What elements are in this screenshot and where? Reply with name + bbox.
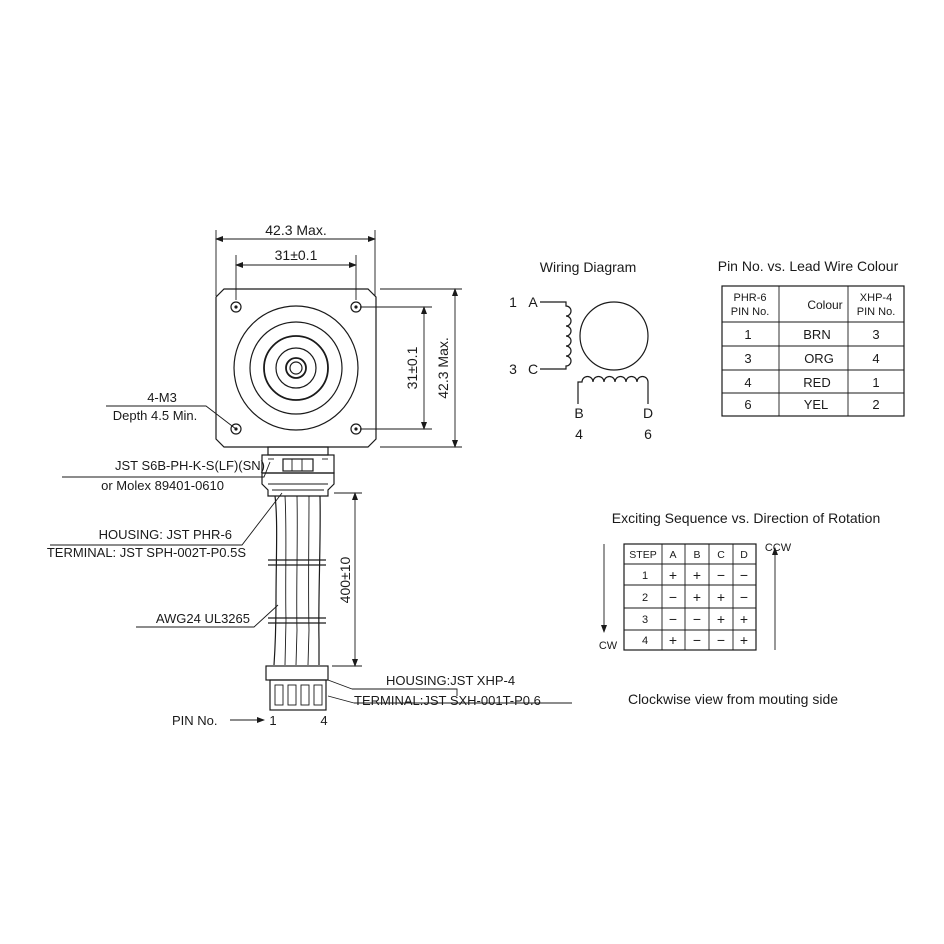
sequence-cell: +	[669, 567, 677, 583]
hole-pitch-label: 31±0.1	[275, 247, 318, 263]
colour-row-xhp: 3	[872, 327, 879, 342]
coil-a-number: 1	[509, 294, 517, 310]
cw-label: CW	[599, 640, 618, 652]
sequence-cell: +	[669, 632, 677, 648]
lead-length-label: 400±10	[337, 556, 353, 603]
colour-table-header-xhp-line1: XHP-4	[860, 292, 892, 304]
sequence-step: 4	[642, 635, 648, 647]
sequence-cell: −	[669, 611, 677, 627]
coil-d-letter: D	[643, 405, 653, 421]
sequence-cell: +	[693, 589, 701, 605]
mounting-hole	[230, 423, 242, 435]
pin-last-label: 4	[320, 713, 327, 728]
sequence-step: 3	[642, 614, 648, 626]
sequence-header-b: B	[693, 549, 700, 561]
motor-front-view	[50, 230, 572, 723]
sequence-cell: +	[717, 589, 725, 605]
sequence-cell: −	[669, 589, 677, 605]
terminal-1-label: TERMINAL: JST SPH-002T-P0.5S	[47, 545, 246, 560]
sequence-cell: −	[717, 567, 725, 583]
sequence-step: 1	[642, 570, 648, 582]
sequence-note: Clockwise view from mouting side	[628, 691, 838, 707]
motor-flange	[215, 288, 377, 448]
colour-row-colour: BRN	[803, 327, 830, 342]
pin-first-label: 1	[269, 713, 276, 728]
colour-row-phr: 6	[744, 397, 751, 412]
colour-row-xhp: 1	[872, 375, 879, 390]
colour-row-phr: 4	[744, 375, 751, 390]
colour-table-header-phr-line1: PHR-6	[733, 292, 766, 304]
pin-no-label: PIN No.	[172, 713, 218, 728]
rotor-symbol	[579, 301, 649, 371]
colour-row-colour: YEL	[804, 397, 829, 412]
coil-b-number: 4	[575, 426, 583, 442]
colour-row-xhp: 4	[872, 351, 879, 366]
height-max-label: 42.3 Max.	[435, 337, 451, 398]
colour-table-header-xhp-line2: PIN No.	[857, 306, 896, 318]
colour-row-colour: ORG	[804, 351, 834, 366]
colour-table-header-phr-line2: PIN No.	[731, 306, 770, 318]
sequence-cell: −	[740, 589, 748, 605]
sequence-cell: −	[693, 611, 701, 627]
housing-2-label: HOUSING:JST XHP-4	[386, 673, 515, 688]
ccw-label: CCW	[765, 542, 792, 554]
sequence-header-a: A	[669, 549, 676, 561]
width-max-label: 42.3 Max.	[265, 222, 326, 238]
colour-row-phr: 1	[744, 327, 751, 342]
coil-c-letter: C	[528, 361, 538, 377]
colour-table-header-colour: Colour	[807, 298, 842, 312]
coil-c-number: 3	[509, 361, 517, 377]
screw-spec-label: 4-M3	[147, 390, 177, 405]
sequence-cell: +	[740, 611, 748, 627]
housing-1-label: HOUSING: JST PHR-6	[99, 527, 232, 542]
sequence-header-c: C	[717, 549, 725, 561]
sequence-cell: +	[693, 567, 701, 583]
sequence-header-d: D	[740, 549, 748, 561]
wiring-diagram: Wiring Diagram 1 A 3 C B 4 D 6	[509, 259, 653, 442]
colour-row-xhp: 2	[872, 397, 879, 412]
hole-pitch-vertical-label: 31±0.1	[404, 346, 420, 389]
connector-alt-label: or Molex 89401-0610	[101, 478, 224, 493]
coil-b-letter: B	[574, 405, 583, 421]
coil-d-number: 6	[644, 426, 652, 442]
exciting-sequence: Exciting Sequence vs. Direction of Rotat…	[599, 510, 880, 707]
sequence-step: 2	[642, 592, 648, 604]
sequence-cell: +	[717, 611, 725, 627]
colour-row-phr: 3	[744, 351, 751, 366]
sequence-title: Exciting Sequence vs. Direction of Rotat…	[612, 510, 880, 526]
sequence-cell: −	[717, 632, 725, 648]
wire-spec-label: AWG24 UL3265	[156, 611, 250, 626]
mounting-hole	[230, 301, 242, 313]
wiring-title: Wiring Diagram	[540, 259, 636, 275]
screw-depth-label: Depth 4.5 Min.	[113, 408, 198, 423]
sequence-cell: −	[740, 567, 748, 583]
colour-table: Pin No. vs. Lead Wire Colour PHR-6 PIN N…	[718, 258, 905, 417]
coil-a-letter: A	[528, 294, 538, 310]
colour-table-title: Pin No. vs. Lead Wire Colour	[718, 258, 899, 274]
connector-label: JST S6B-PH-K-S(LF)(SN)	[115, 458, 265, 473]
terminal-2-label: TERMINAL:JST SXH-001T-P0.6	[354, 693, 541, 708]
sequence-cell: −	[693, 632, 701, 648]
sequence-cell: +	[740, 632, 748, 648]
sequence-header-step: STEP	[629, 549, 656, 561]
colour-row-colour: RED	[803, 375, 830, 390]
